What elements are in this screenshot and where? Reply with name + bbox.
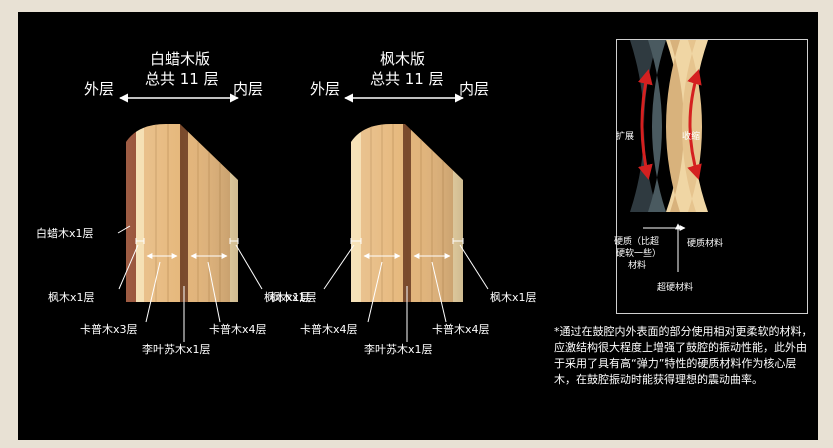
- maple-inner-label-2: 枫木x1层: [490, 291, 537, 304]
- hard-material-label: 硬质材料: [687, 239, 724, 249]
- contract-label: 收缩: [682, 132, 701, 142]
- sycamore-label-2: 李叶苏木x1层: [364, 343, 433, 356]
- maple-inner-label: 枫木x1层: [264, 291, 311, 304]
- ash-layer-label: 白蜡木x1层: [36, 227, 94, 240]
- expand-label: 扩展: [616, 132, 635, 142]
- soft-material-label-2: 硬软一些）: [616, 249, 662, 259]
- maple-version-title: 枫木版: [380, 50, 426, 68]
- soft-material-label-3: 材料: [628, 261, 647, 271]
- inner-label-right: 内层: [459, 80, 490, 98]
- kapur-outer-label-2: 卡普木x4层: [300, 323, 358, 336]
- maple-outer-label-2: 枫木x1层: [270, 291, 317, 304]
- maple-version-block: [351, 124, 463, 302]
- ash-version-title: 白蜡木版: [150, 50, 211, 68]
- maple-outer-label: 枫木x1层: [48, 291, 95, 304]
- outer-label-left: 外层: [84, 80, 115, 98]
- kapur-inner-label: 卡普木x4层: [209, 323, 267, 336]
- shell-cross-section: [630, 40, 708, 272]
- footnote: *通过在鼓腔内外表面的部分使用相对更柔软的材料，应激结构很大程度上增强了鼓腔的振…: [554, 325, 813, 386]
- diagram-panel: 白蜡木版 总共 11 层 外层 内层 白蜡木x1层 枫木x1层 枫木x1层 卡普…: [18, 12, 818, 440]
- sycamore-label: 李叶苏木x1层: [142, 343, 211, 356]
- inner-label-left: 内层: [233, 80, 264, 98]
- contract-arrow: [687, 69, 702, 180]
- soft-material-label-1: 硬质（比超: [614, 237, 660, 247]
- diagram-graphics: [117, 40, 708, 342]
- outer-label-right: 外层: [310, 80, 341, 98]
- kapur-inner-label-2: 卡普木x4层: [432, 323, 490, 336]
- kapur-outer-label: 卡普木x3层: [80, 323, 138, 336]
- ash-version-total: 总共 11 层: [145, 70, 219, 88]
- super-hard-material-label: 超硬材料: [657, 283, 694, 293]
- shell-diagram-frame: [616, 39, 808, 314]
- maple-version-total: 总共 11 层: [370, 70, 444, 88]
- expand-arrow: [637, 69, 653, 180]
- ash-version-block: [126, 124, 238, 302]
